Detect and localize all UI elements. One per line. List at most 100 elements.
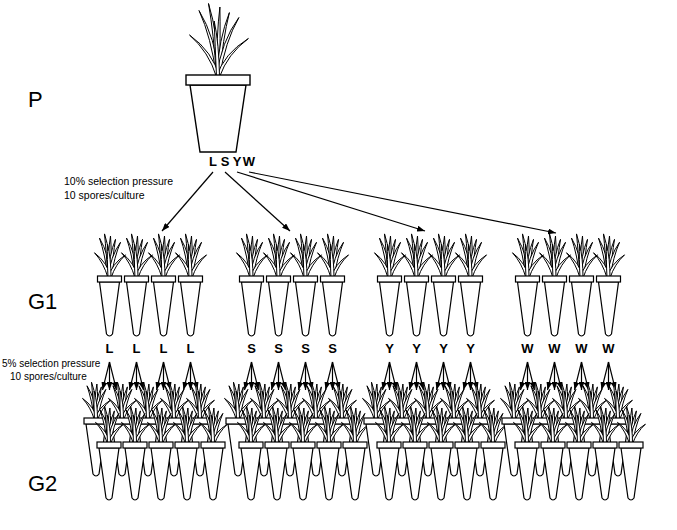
line-letter: W [548, 342, 560, 356]
arrow [602, 362, 609, 390]
arrow [251, 362, 252, 390]
arrow [103, 362, 110, 390]
plant-leaf [577, 415, 581, 444]
tube-rim [97, 442, 121, 448]
tube-rim [291, 442, 315, 448]
plant-leaf [94, 391, 98, 420]
culture-tube [241, 448, 261, 500]
line-letter: S [301, 342, 310, 356]
plant-leaf [303, 244, 307, 278]
arrow [443, 362, 444, 390]
arrow [326, 362, 333, 390]
selection-note: 5% selection pressure [2, 358, 100, 369]
plant-leaf [314, 391, 318, 420]
arrow [548, 362, 555, 390]
tube-rim [403, 442, 427, 448]
arrow [383, 362, 390, 390]
arrow [299, 362, 306, 390]
culture-tube [323, 282, 343, 336]
tube-rim [597, 276, 621, 282]
plant-leaf [414, 244, 418, 278]
arrow [137, 362, 144, 390]
arrow [136, 362, 137, 390]
plant-leaf [413, 415, 417, 444]
culture-tube [177, 448, 197, 500]
arrow [416, 362, 417, 390]
selection-note: 10 spores/culture [10, 371, 87, 382]
arrow [389, 362, 390, 390]
plant-leaf [133, 415, 137, 444]
tube-rim [455, 442, 479, 448]
selection-note: 10% selection pressure [64, 176, 173, 188]
plant-leaf [120, 391, 124, 420]
arrow [130, 362, 137, 390]
culture-tube [379, 448, 399, 500]
arrow [410, 362, 417, 390]
tube-rim [432, 276, 456, 282]
plant-leaf [468, 244, 472, 278]
tube-rim [378, 276, 402, 282]
culture-tube [267, 448, 287, 500]
tube-rim [481, 442, 505, 448]
line-letter: S [328, 342, 337, 356]
arrow [554, 362, 555, 390]
culture-tube [154, 282, 174, 336]
plant-leaf [525, 244, 529, 278]
tube-rim [429, 442, 453, 448]
arrow [305, 362, 306, 390]
plant-leaf [198, 391, 202, 420]
plant-leaf [172, 391, 176, 420]
line-letter: Y [385, 342, 394, 356]
arrow [272, 362, 279, 390]
line-letter: Y [233, 155, 242, 169]
tube-rim [317, 442, 341, 448]
culture-tube [269, 282, 289, 336]
plant-leaf [301, 415, 305, 444]
plant-leaf [478, 391, 482, 420]
arrow [109, 362, 110, 390]
culture-tube [380, 282, 400, 336]
culture-tube [99, 448, 119, 500]
line-letter: W [243, 155, 255, 169]
culture-tube [457, 448, 477, 500]
plant-leaf [134, 244, 138, 278]
plant-leaf [353, 415, 357, 444]
culture-tube [345, 448, 365, 500]
plant-leaf [387, 244, 391, 278]
tube-rim [619, 442, 643, 448]
tube-rim [593, 442, 617, 448]
arrow [249, 172, 556, 233]
plant-leaf [564, 391, 568, 420]
generation-label: G1 [28, 290, 57, 314]
tube-rim [265, 442, 289, 448]
plant-leaf [185, 415, 189, 444]
culture-tube [242, 282, 262, 336]
tube-rim [175, 442, 199, 448]
plant-leaf [374, 391, 378, 420]
arrow [225, 172, 290, 231]
line-letter: L [133, 342, 141, 356]
plant-leaf [525, 415, 529, 444]
plant-leaf [552, 244, 556, 278]
plant-leaf [387, 415, 391, 444]
line-letter: Y [412, 342, 421, 356]
culture-tube [151, 448, 171, 500]
generation-label: G2 [28, 472, 57, 496]
culture-tube [572, 282, 592, 336]
plant-leaf [249, 244, 253, 278]
line-letter: W [575, 342, 587, 356]
culture-tube [599, 282, 619, 336]
plant-leaf [426, 391, 430, 420]
culture-tube [407, 282, 427, 336]
arrow [581, 362, 582, 390]
culture-tube [518, 282, 538, 336]
culture-tube [100, 282, 120, 336]
culture-tube [483, 448, 503, 500]
tube-rim [149, 442, 173, 448]
arrow [527, 362, 528, 390]
tube-rim [343, 442, 367, 448]
plant-leaf [288, 391, 292, 420]
culture-tube [621, 448, 641, 500]
